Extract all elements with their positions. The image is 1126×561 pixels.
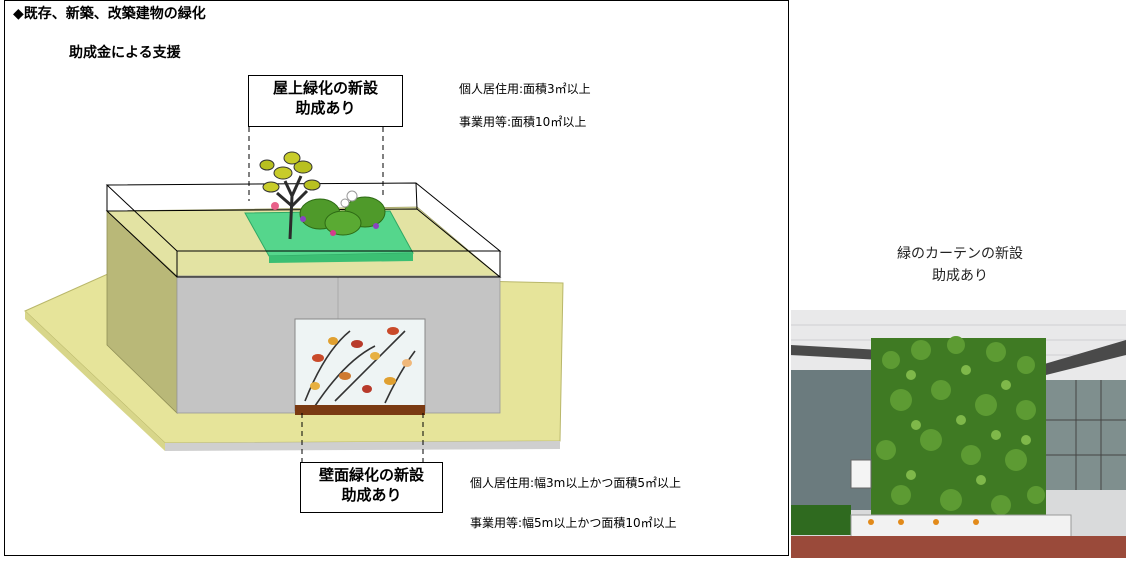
photo-window-left [791,370,876,510]
photo-sign-board [850,459,872,489]
roof-planting-bed-edge [269,253,413,263]
wall-requirement-business: 事業用等:幅5m以上かつ面積10㎡以上 [470,516,677,530]
section-subheading: 助成金による支援 [69,45,181,61]
wall-label-line1: 壁面緑化の新設 [318,466,424,484]
roof-shrubs-icon [271,190,386,236]
green-curtain-caption-line2: 助成あり [932,268,988,284]
ground-slab-front [165,441,560,451]
ground-slab-edge [25,311,165,451]
wall-greening-label: 壁面緑化の新設 助成あり [300,462,443,513]
photo-planter-row [850,514,1072,538]
diagram-panel: ◆既存、新築、改築建物の緑化 助成金による支援 屋上緑化の新設 助成あり 個人居… [4,0,789,556]
building-greening-illustration [24,127,564,462]
wall-requirement-individual: 個人居住用:幅3m以上かつ面積5㎡以上 [470,476,682,490]
wall-label-line2: 助成あり [341,486,402,504]
photo-bushes [791,505,851,535]
photo-roof-eave [791,345,881,360]
roof-requirement-business: 事業用等:面積10㎡以上 [459,115,587,129]
roof-requirement-individual: 個人居住用:面積3㎡以上 [459,82,591,96]
green-curtain-photo [791,310,1126,558]
roof-tree-icon [259,151,321,240]
roof-label-line2: 助成あり [295,99,356,117]
wall-greening-panel [294,318,426,415]
green-curtain-caption: 緑のカーテンの新設 助成あり [860,243,1060,287]
photo-window-right [1046,380,1126,490]
photo-roof-eave-right [1041,340,1126,375]
roof-greening-label: 屋上緑化の新設 助成あり [248,75,403,127]
roof-label-line1: 屋上緑化の新設 [272,79,378,97]
green-curtain-caption-line1: 緑のカーテンの新設 [897,246,1023,262]
page-heading: ◆既存、新築、改築建物の緑化 [13,6,206,22]
photo-pavement [791,536,1126,558]
